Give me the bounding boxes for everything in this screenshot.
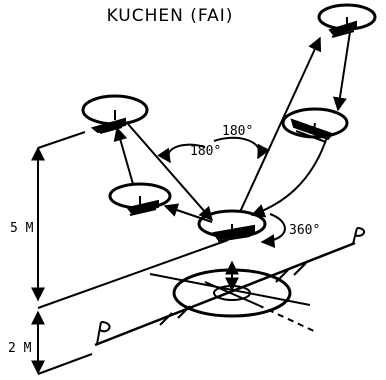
height-label-2m: 2 M bbox=[8, 341, 32, 356]
flight-path bbox=[113, 31, 351, 223]
flag-right bbox=[352, 227, 366, 245]
angle-label-360: 360° bbox=[289, 223, 320, 238]
helicopter-icon-right-mid bbox=[290, 118, 334, 143]
helicopter-icon-center bbox=[212, 224, 255, 242]
rotation-arrow-360 bbox=[260, 213, 286, 249]
helicopter-icon-right-top bbox=[328, 17, 357, 38]
flag-left bbox=[96, 321, 111, 345]
rotation-arrow-upper bbox=[213, 136, 271, 160]
height-label-5m: 5 M bbox=[10, 221, 34, 236]
ground-line bbox=[94, 241, 356, 347]
height-reference bbox=[31, 131, 229, 375]
angle-label-180-left: 180° bbox=[190, 144, 221, 159]
diagram-title: KUCHEN (FAI) bbox=[106, 6, 234, 26]
helicopter-icon-left-mid bbox=[126, 196, 159, 216]
rotation-arrow-left bbox=[157, 143, 206, 164]
angle-label-180-upper: 180° bbox=[222, 124, 253, 139]
